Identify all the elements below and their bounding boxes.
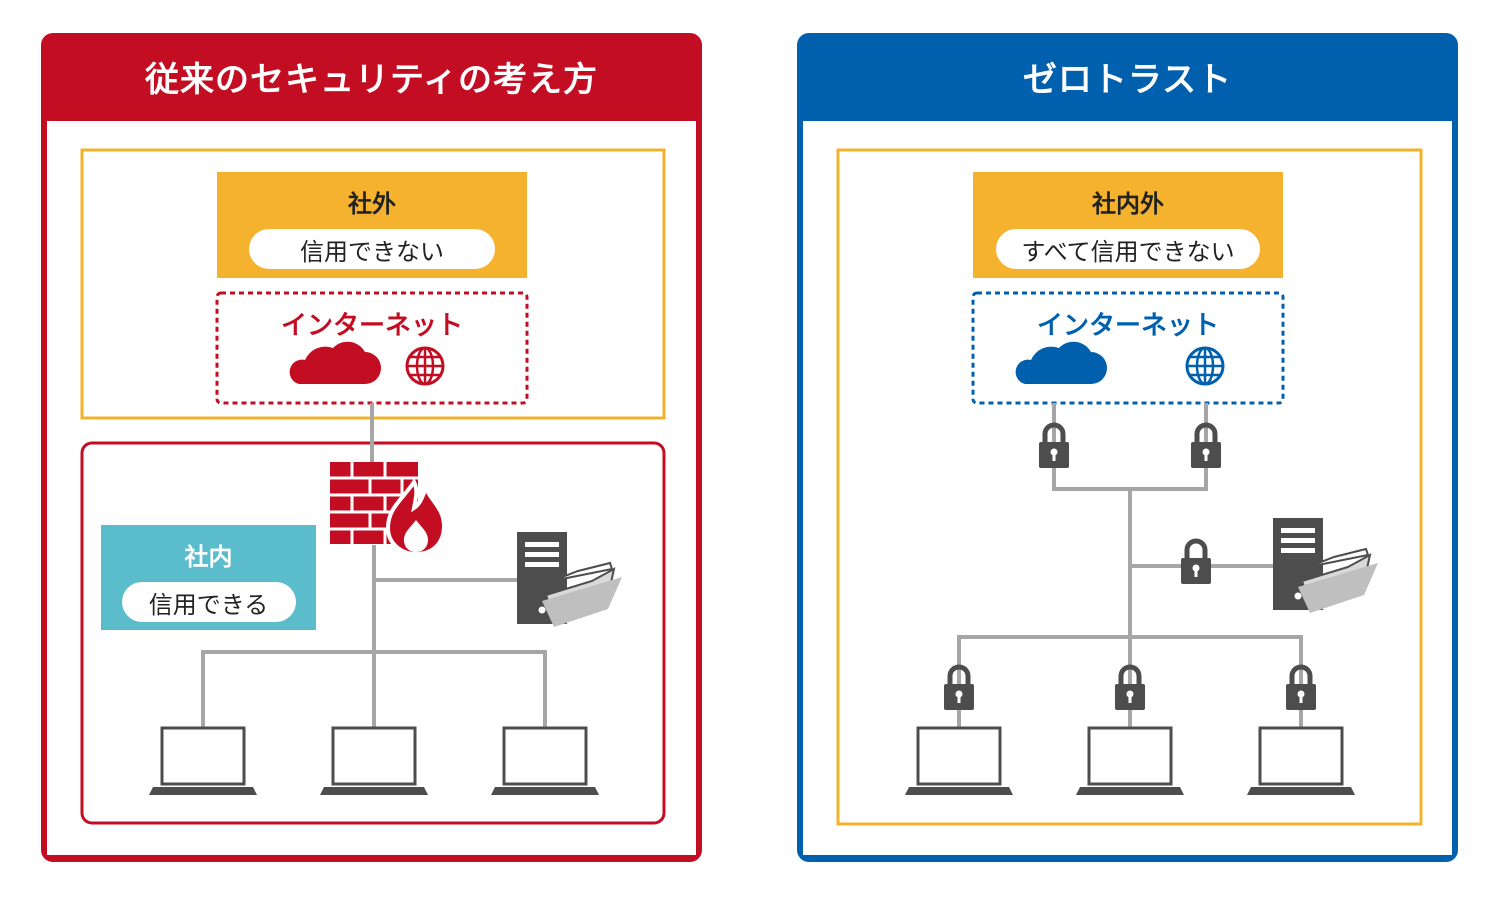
cloud-icon	[289, 341, 381, 384]
firewall-icon	[330, 462, 447, 557]
laptop-icon	[1245, 726, 1357, 797]
internet-zone-right	[971, 291, 1285, 405]
traditional-security-title: 従来のセキュリティの考え方	[145, 59, 598, 100]
globe-icon	[405, 346, 445, 386]
outside-trust-pill: 信用できない	[249, 229, 495, 269]
laptop-icon	[903, 726, 1015, 797]
traditional-security-panel: 従来のセキュリティの考え方	[41, 33, 702, 862]
outside-label: 社外 信用できない	[217, 172, 527, 278]
scope-title: 社内外	[1092, 190, 1164, 218]
lock-icon	[1181, 541, 1211, 584]
laptop-icon	[1074, 726, 1186, 797]
scope-zone-outline	[836, 148, 1423, 826]
globe-icon	[1185, 346, 1225, 386]
scope-trust-pill: すべて信用できない	[996, 229, 1260, 269]
laptop-icon	[318, 726, 430, 797]
scope-label: 社内外 すべて信用できない	[973, 172, 1283, 278]
laptop-icon	[147, 726, 259, 797]
inside-label: 社内 信用できる	[101, 525, 316, 630]
zero-trust-title: ゼロトラスト	[1022, 59, 1233, 100]
laptop-icon	[489, 726, 601, 797]
inside-title: 社内	[184, 543, 233, 571]
internet-label-left: インターネット	[280, 311, 463, 341]
left-network-lines	[201, 403, 547, 728]
cloud-icon	[1015, 341, 1107, 384]
inside-trust-pill: 信用できる	[121, 582, 296, 622]
outside-title: 社外	[348, 190, 396, 218]
internet-label-right: インターネット	[1036, 311, 1219, 341]
right-network-lines	[957, 403, 1303, 728]
